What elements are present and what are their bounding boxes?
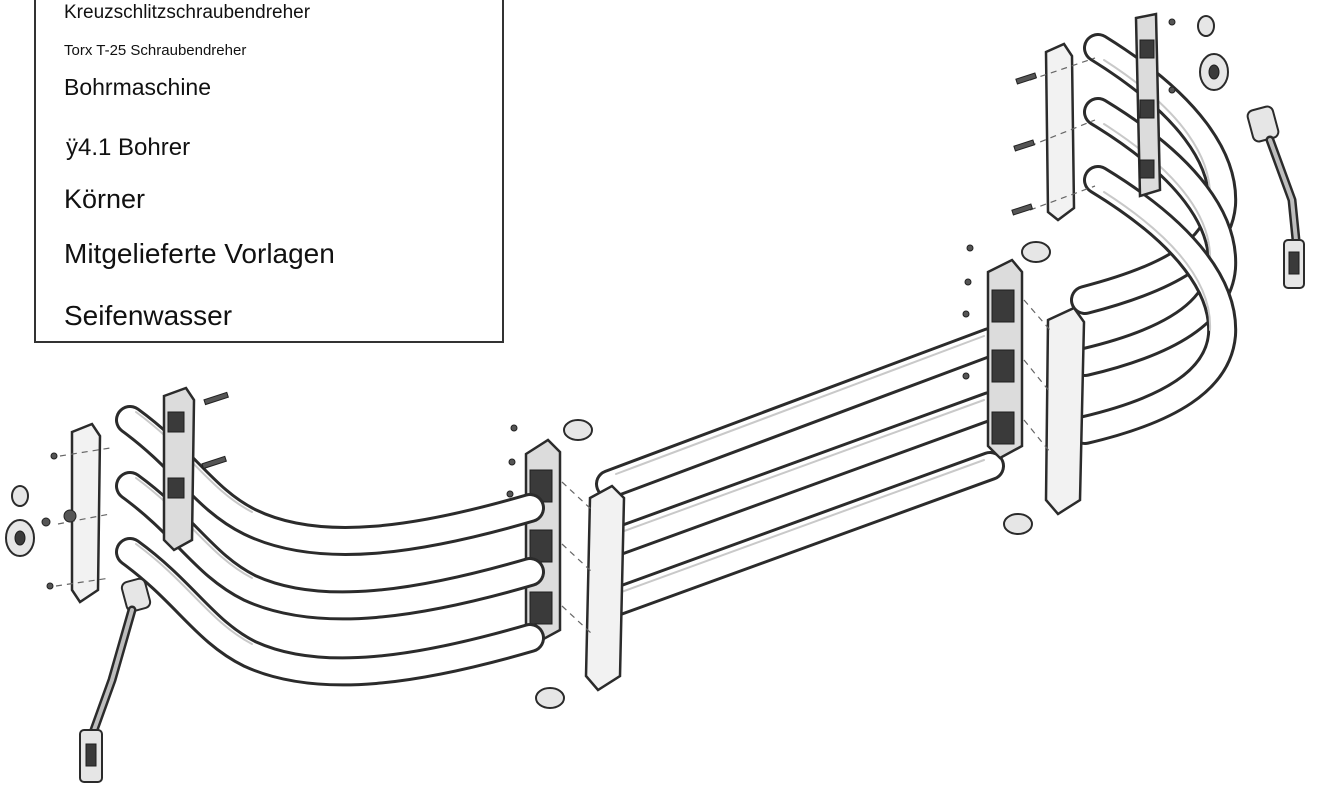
left-end-bracket <box>162 386 196 552</box>
tool-item-drill: Bohrmaschine <box>64 74 212 100</box>
right-rail-bottom <box>1070 165 1238 445</box>
center-rail-bottom <box>595 451 1005 619</box>
right-joint-hardware <box>962 241 1051 535</box>
tool-item-soapy-water: Seifenwasser <box>64 300 233 331</box>
left-end-plate <box>70 422 102 604</box>
right-rail-middle <box>1070 97 1238 377</box>
left-end-screws <box>46 391 229 590</box>
left-strap-ratchet <box>79 577 152 783</box>
right-joint-bracket <box>986 258 1024 460</box>
right-rail-top <box>1070 33 1238 315</box>
tool-item-drill-bit: ÿ4.1 Bohrer <box>66 134 191 161</box>
right-end-hardware <box>1197 15 1229 91</box>
right-joint-plate <box>1023 299 1086 516</box>
left-joint-hardware <box>506 419 593 709</box>
left-end-hardware <box>5 485 51 557</box>
right-end-plate <box>1044 42 1076 222</box>
left-joint-bracket <box>524 438 562 644</box>
tools-list-box: Kreuzschlitzschraubendreher Torx T-25 Sc… <box>34 0 504 343</box>
tool-item-torx-screwdriver: Torx T-25 Schraubendreher <box>64 42 247 59</box>
center-rail-middle <box>595 391 1005 559</box>
tool-item-phillips-screwdriver: Kreuzschlitzschraubendreher <box>64 2 311 23</box>
center-rail-top <box>595 327 1005 499</box>
center-straight-rails <box>595 327 1005 619</box>
tool-item-center-punch: Körner <box>64 184 146 214</box>
right-strap-ratchet <box>1246 105 1305 289</box>
left-joint-plate <box>561 481 626 692</box>
right-end-bracket <box>1134 12 1162 198</box>
right-end-screws <box>1011 18 1176 216</box>
right-curved-rails <box>1070 33 1238 445</box>
tool-item-templates: Mitgelieferte Vorlagen <box>64 238 335 269</box>
left-rail-bottom <box>115 537 545 687</box>
